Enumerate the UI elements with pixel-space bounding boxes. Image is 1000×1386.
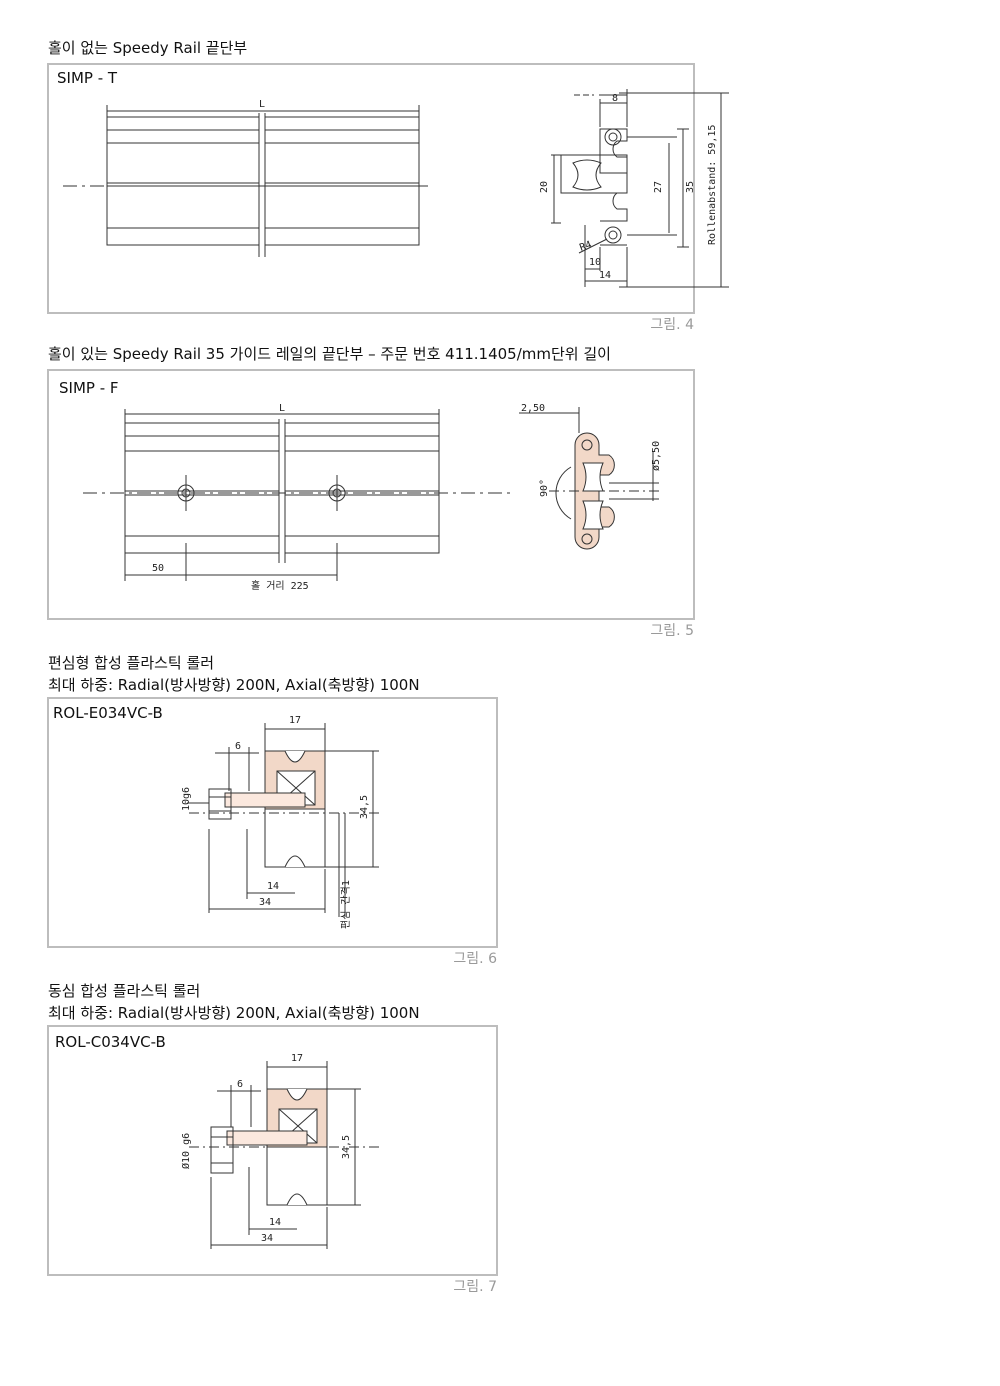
figure-frame-rol-c034vc-b: ROL-C034VC-B 17 6 34,5 Ø10 g6 14 34 (47, 1025, 498, 1276)
dim-length: L (259, 99, 265, 110)
dim-14: 14 (599, 270, 611, 281)
dim-20: 20 (539, 181, 550, 193)
dim-2-50: 2,50 (521, 403, 545, 414)
section-heading-concentric-roller: 동심 합성 플라스틱 롤러 (48, 982, 201, 1000)
dim-roller-distance: Rollenabstand: 59,15 (707, 125, 718, 245)
dim-eccentric-spacing: 편심 간격1 (339, 880, 352, 929)
section-heading-simp-f: 홀이 있는 Speedy Rail 35 가이드 레일의 끝단부 – 주문 번호… (48, 345, 611, 363)
figure-caption-7: 그림. 7 (453, 1279, 497, 1295)
dim-hole-distance: 홀 거리 225 (251, 579, 309, 592)
part-code: SIMP - T (57, 69, 118, 87)
dim-17: 17 (291, 1053, 303, 1064)
figure-frame-simp-t: SIMP - T L 8 (47, 63, 729, 314)
eccentric-roller-drawing: 17 6 34,5 10g6 14 34 편심 간격1 (181, 715, 379, 929)
rail-end-drawing-simp-t: L 8 (63, 89, 729, 288)
figure-caption-5: 그림. 5 (650, 623, 694, 639)
dim-14: 14 (267, 881, 279, 892)
dim-27: 27 (653, 181, 664, 193)
dim-8: 8 (612, 93, 618, 104)
dim-34: 34 (259, 897, 271, 908)
dim-shaft-10g6: 10g6 (181, 787, 192, 811)
dim-34-5: 34,5 (341, 1135, 352, 1159)
dim-6: 6 (237, 1079, 243, 1090)
dim-radius: R4 (578, 239, 593, 253)
section-heading-eccentric-roller: 편심형 합성 플라스틱 롤러 (48, 654, 215, 672)
part-code: ROL-C034VC-B (55, 1033, 166, 1051)
dim-angle-90: 90° (539, 479, 550, 497)
section-subheading-eccentric-load: 최대 하중: Radial(방사방향) 200N, Axial(축방향) 100… (48, 676, 420, 694)
dim-34: 34 (261, 1233, 273, 1244)
section-subheading-concentric-load: 최대 하중: Radial(방사방향) 200N, Axial(축방향) 100… (48, 1004, 420, 1022)
dim-50: 50 (152, 563, 164, 574)
section-heading-simp-t: 홀이 없는 Speedy Rail 끝단부 (48, 39, 248, 57)
dim-35: 35 (685, 181, 696, 193)
dim-17: 17 (289, 715, 301, 726)
figure-frame-simp-f: SIMP - F L 50 홀 거리 225 2,50 (47, 369, 695, 620)
rail-end-drawing-simp-f: L 50 홀 거리 225 2,50 (83, 403, 662, 592)
dim-length: L (279, 403, 285, 414)
dim-6: 6 (235, 741, 241, 752)
dim-34-5: 34,5 (359, 795, 370, 819)
part-code: SIMP - F (59, 379, 119, 397)
dim-dia-5-50: ø5,50 (651, 441, 662, 471)
figure-frame-rol-e034vc-b: ROL-E034VC-B 17 6 34,5 10g6 14 34 (47, 697, 498, 948)
dim-14: 14 (269, 1217, 281, 1228)
concentric-roller-drawing: 17 6 34,5 Ø10 g6 14 34 (180, 1053, 379, 1249)
dim-10: 10 (589, 257, 601, 268)
figure-caption-4: 그림. 4 (650, 317, 694, 333)
dim-shaft-10g6: Ø10 g6 (180, 1133, 192, 1169)
part-code: ROL-E034VC-B (53, 704, 163, 722)
figure-caption-6: 그림. 6 (453, 951, 497, 967)
